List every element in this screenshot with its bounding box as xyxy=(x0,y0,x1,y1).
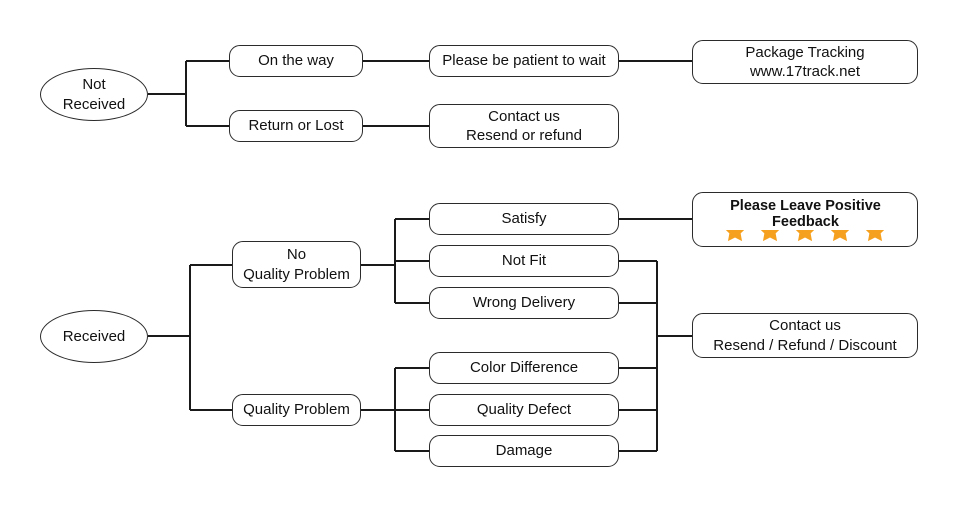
node-damage[interactable]: Damage xyxy=(429,435,619,467)
star-icon xyxy=(723,219,747,242)
node-quality-defect[interactable]: Quality Defect xyxy=(429,394,619,426)
node-return-or-lost[interactable]: Return or Lost xyxy=(229,110,363,142)
node-satisfy[interactable]: Satisfy xyxy=(429,203,619,235)
node-contact-resend-refund[interactable]: Contact us Resend or refund xyxy=(429,104,619,148)
node-on-the-way[interactable]: On the way xyxy=(229,45,363,77)
node-quality-problem[interactable]: Quality Problem xyxy=(232,394,361,426)
node-not-received[interactable]: Not Received xyxy=(40,68,148,121)
star-rating[interactable] xyxy=(693,218,917,244)
feedback-label: Please Leave Positive Feedback xyxy=(699,198,912,230)
node-contact-resend-refund-discount[interactable]: Contact us Resend / Refund / Discount xyxy=(692,313,918,358)
node-color-difference[interactable]: Color Difference xyxy=(429,352,619,384)
node-not-fit[interactable]: Not Fit xyxy=(429,245,619,277)
node-package-tracking[interactable]: Package Tracking www.17track.net xyxy=(692,40,918,84)
star-icon xyxy=(758,219,782,242)
node-wrong-delivery[interactable]: Wrong Delivery xyxy=(429,287,619,319)
node-please-be-patient[interactable]: Please be patient to wait xyxy=(429,45,619,77)
star-icon xyxy=(863,219,887,242)
star-icon xyxy=(793,219,817,242)
node-positive-feedback[interactable]: Please Leave Positive Feedback xyxy=(692,192,918,247)
node-received[interactable]: Received xyxy=(40,310,148,363)
star-icon xyxy=(828,219,852,242)
node-no-quality-problem[interactable]: No Quality Problem xyxy=(232,241,361,288)
